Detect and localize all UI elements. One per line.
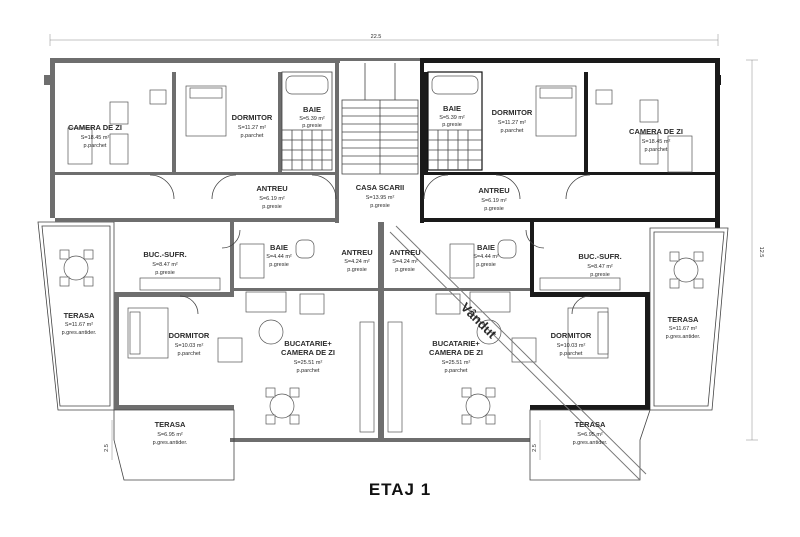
room-camera-left-name: CAMERA DE ZI <box>68 123 122 132</box>
room-terasa-bl-floor: p.gres.antider. <box>153 440 188 446</box>
room-antreu-right-area: S=6.19 m² <box>481 198 507 204</box>
room-buc-left-area: S=8.47 m² <box>152 262 178 268</box>
room-camera-left-area: S=18.45 m² <box>81 135 110 141</box>
room-buc-left-floor: p.gresie <box>155 270 175 276</box>
room-dorm-br-area: S=10.03 m² <box>557 343 586 349</box>
living-furniture <box>67 89 693 363</box>
room-baie-tl-area: S=5.39 m² <box>299 116 325 122</box>
beds <box>127 85 609 359</box>
room-antreu-ml-area: S=4.24 m² <box>344 259 370 265</box>
room-terasa-br-floor: p.gres.antider. <box>573 440 608 446</box>
room-labels: CAMERA DE ZI S=18.45 m² p.parchet DORMIT… <box>62 104 701 446</box>
dim-small-right: 2.5 <box>532 444 538 452</box>
room-bucatarie-r-area: S=25.51 m² <box>442 360 471 366</box>
staircase <box>341 63 419 175</box>
room-dorm-bl-name: DORMITOR <box>169 331 210 340</box>
room-baie-tr-floor: p.gresie <box>442 122 462 128</box>
bathroom-tiles-left <box>281 71 333 171</box>
room-dorm-bl-area: S=10.03 m² <box>175 343 204 349</box>
room-camera-right-floor: p.parchet <box>645 147 668 153</box>
room-dorm-br-name: DORMITOR <box>551 331 592 340</box>
door-swings <box>149 174 591 315</box>
dining-tables <box>59 249 704 425</box>
room-antreu-mr-name: ANTREU <box>389 248 420 257</box>
room-dorm-bl-floor: p.parchet <box>178 351 201 357</box>
room-camera-left-floor: p.parchet <box>84 143 107 149</box>
dim-small-left: 2.5 <box>104 444 110 452</box>
room-antreu-ml-floor: p.gresie <box>347 267 367 273</box>
room-antreu-mr-area: S=4.24 m² <box>392 259 418 265</box>
room-terasa-bl-name: TERASA <box>155 420 186 429</box>
room-antreu-left-area: S=6.19 m² <box>259 196 285 202</box>
room-casa-scarii-area: S=13.95 m² <box>366 195 395 201</box>
room-bucatarie-l-area: S=25.51 m² <box>294 360 323 366</box>
room-dorm-br-floor: p.parchet <box>560 351 583 357</box>
room-baie-tr-area: S=5.39 m² <box>439 115 465 121</box>
room-buc-left-name: BUC.-SUFR. <box>143 250 186 259</box>
room-baie-tl-name: BAIE <box>303 105 321 114</box>
room-bucatarie-r-name2: CAMERA DE ZI <box>429 348 483 357</box>
bathroom-tiles-right <box>427 71 483 171</box>
room-terasa-right-area: S=11.67 m² <box>669 326 697 332</box>
room-dorm-tl-area: S=11.27 m² <box>238 125 266 131</box>
room-terasa-right-name: TERASA <box>668 315 699 324</box>
room-bucatarie-r-floor: p.parchet <box>445 368 468 374</box>
dim-top-label: 22.5 <box>371 34 382 40</box>
room-baie-mr-name: BAIE <box>477 243 495 252</box>
room-bucatarie-r-name: BUCATARIE+ <box>432 339 480 348</box>
room-terasa-left-name: TERASA <box>64 311 95 320</box>
room-bucatarie-l-name2: CAMERA DE ZI <box>281 348 335 357</box>
room-casa-scarii-floor: p.gresie <box>370 203 390 209</box>
room-antreu-ml-name: ANTREU <box>341 248 372 257</box>
room-dorm-tr-name: DORMITOR <box>492 108 533 117</box>
room-antreu-left-name: ANTREU <box>256 184 287 193</box>
room-baie-ml-floor: p.gresie <box>269 262 289 268</box>
exterior-walls <box>37 58 729 481</box>
room-baie-ml-area: S=4.44 m² <box>266 254 292 260</box>
room-bucatarie-l-floor: p.parchet <box>297 368 320 374</box>
room-baie-tl-floor: p.gresie <box>302 123 322 129</box>
kitchen-counters <box>139 239 621 433</box>
room-terasa-left-area: S=11.67 m² <box>65 322 93 328</box>
room-baie-mr-area: S=4.44 m² <box>473 254 499 260</box>
room-antreu-mr-floor: p.gresie <box>395 267 415 273</box>
dimension-lines: 22.5 12.5 2.5 2.5 <box>49 34 764 460</box>
room-camera-right-name: CAMERA DE ZI <box>629 127 683 136</box>
room-terasa-right-floor: p.gres.antider. <box>666 334 701 340</box>
room-dorm-tl-name: DORMITOR <box>232 113 273 122</box>
room-terasa-left-floor: p.gres.antider. <box>62 330 97 336</box>
room-antreu-left-floor: p.gresie <box>262 204 282 210</box>
room-terasa-bl-area: S=6.95 m² <box>157 432 183 438</box>
room-baie-mr-floor: p.gresie <box>476 262 496 268</box>
room-buc-right-floor: p.gresie <box>590 272 610 278</box>
dim-right-label: 12.5 <box>758 247 764 258</box>
room-bucatarie-l-name: BUCATARIE+ <box>284 339 332 348</box>
room-camera-right-area: S=18.45 m² <box>642 139 671 145</box>
room-terasa-br-area: S=6.95 m² <box>577 432 603 438</box>
room-casa-scarii-name: CASA SCARII <box>356 183 404 192</box>
floor-title: ETAJ 1 <box>368 480 432 499</box>
room-dorm-tr-area: S=11.27 m² <box>498 120 526 126</box>
room-terasa-br-name: TERASA <box>575 420 606 429</box>
room-dorm-tr-floor: p.parchet <box>501 128 524 134</box>
room-baie-ml-name: BAIE <box>270 243 288 252</box>
room-antreu-right-name: ANTREU <box>478 186 509 195</box>
room-dorm-tl-floor: p.parchet <box>241 133 264 139</box>
room-antreu-right-floor: p.gresie <box>484 206 504 212</box>
room-baie-tr-name: BAIE <box>443 104 461 113</box>
room-buc-right-area: S=8.47 m² <box>587 264 613 270</box>
room-buc-right-name: BUC.-SUFR. <box>578 252 621 261</box>
